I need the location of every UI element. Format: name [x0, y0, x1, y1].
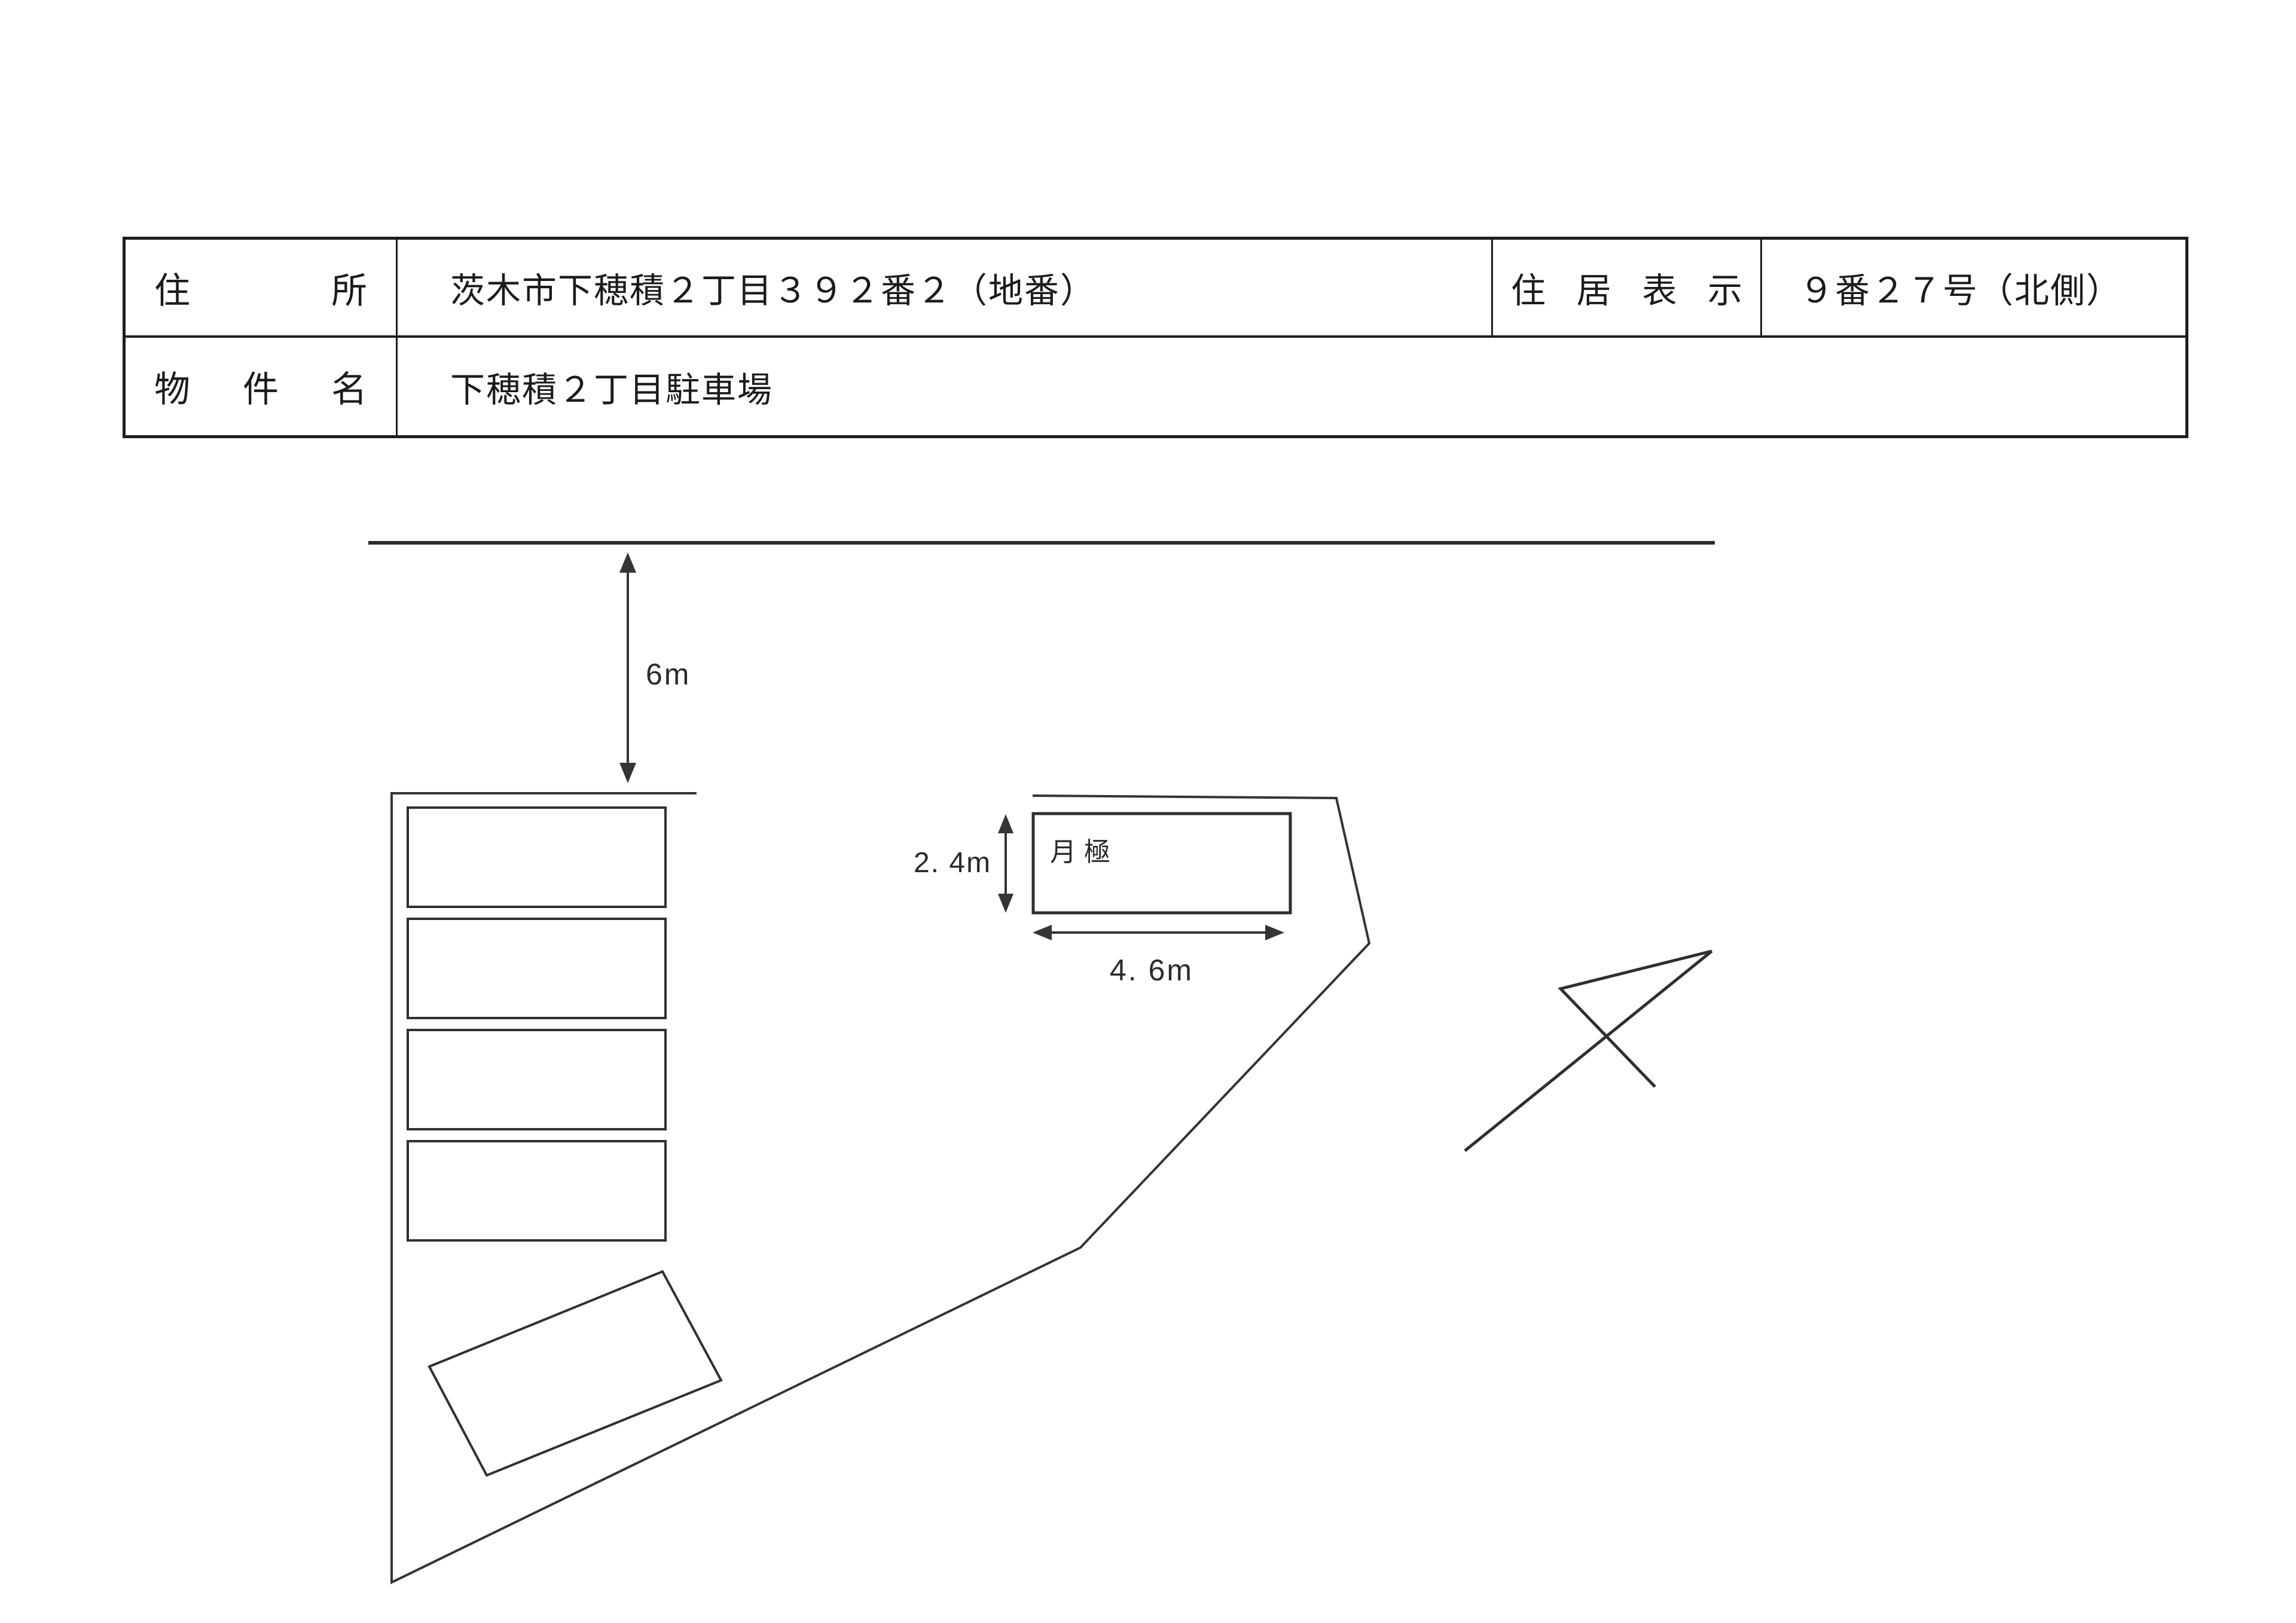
- address-value-cell: 茨木市下穂積２丁目３９２番２（地番）: [398, 240, 1493, 338]
- property-info-table: 住所 茨木市下穂積２丁目３９２番２（地番） 住居表示 ９番２７号（北側） 物件名…: [123, 237, 2188, 438]
- sample-stall: [1031, 812, 1292, 915]
- stall-depth-label: 2. 4m: [914, 847, 992, 879]
- north-arrow-icon: [1464, 949, 1713, 1152]
- residence-indication-label-cell: 住居表示: [1493, 240, 1762, 338]
- stall-type-label: 月極: [1050, 838, 1118, 867]
- parking-space-2: [407, 918, 667, 1019]
- road-width-label: 6m: [646, 658, 691, 691]
- stall-width-label: 4. 6m: [1110, 953, 1194, 987]
- lot-boundary: [390, 792, 1371, 1585]
- road-width-arrow: [619, 552, 636, 783]
- angled-parking-space: [428, 1270, 723, 1477]
- parking-space-4: [407, 1140, 667, 1242]
- stall-width-arrow: [1033, 925, 1284, 940]
- parking-space-1: [407, 806, 667, 908]
- property-name-value-cell: 下穂積２丁目駐車場: [450, 370, 774, 409]
- parking-space-3: [407, 1029, 667, 1130]
- stall-depth-arrow: [998, 814, 1013, 913]
- address-label-cell: 住所: [126, 240, 398, 338]
- residence-indication-value-cell: ９番２７号（北側）: [1762, 240, 2185, 338]
- property-name-label-cell: 物件名: [126, 338, 398, 435]
